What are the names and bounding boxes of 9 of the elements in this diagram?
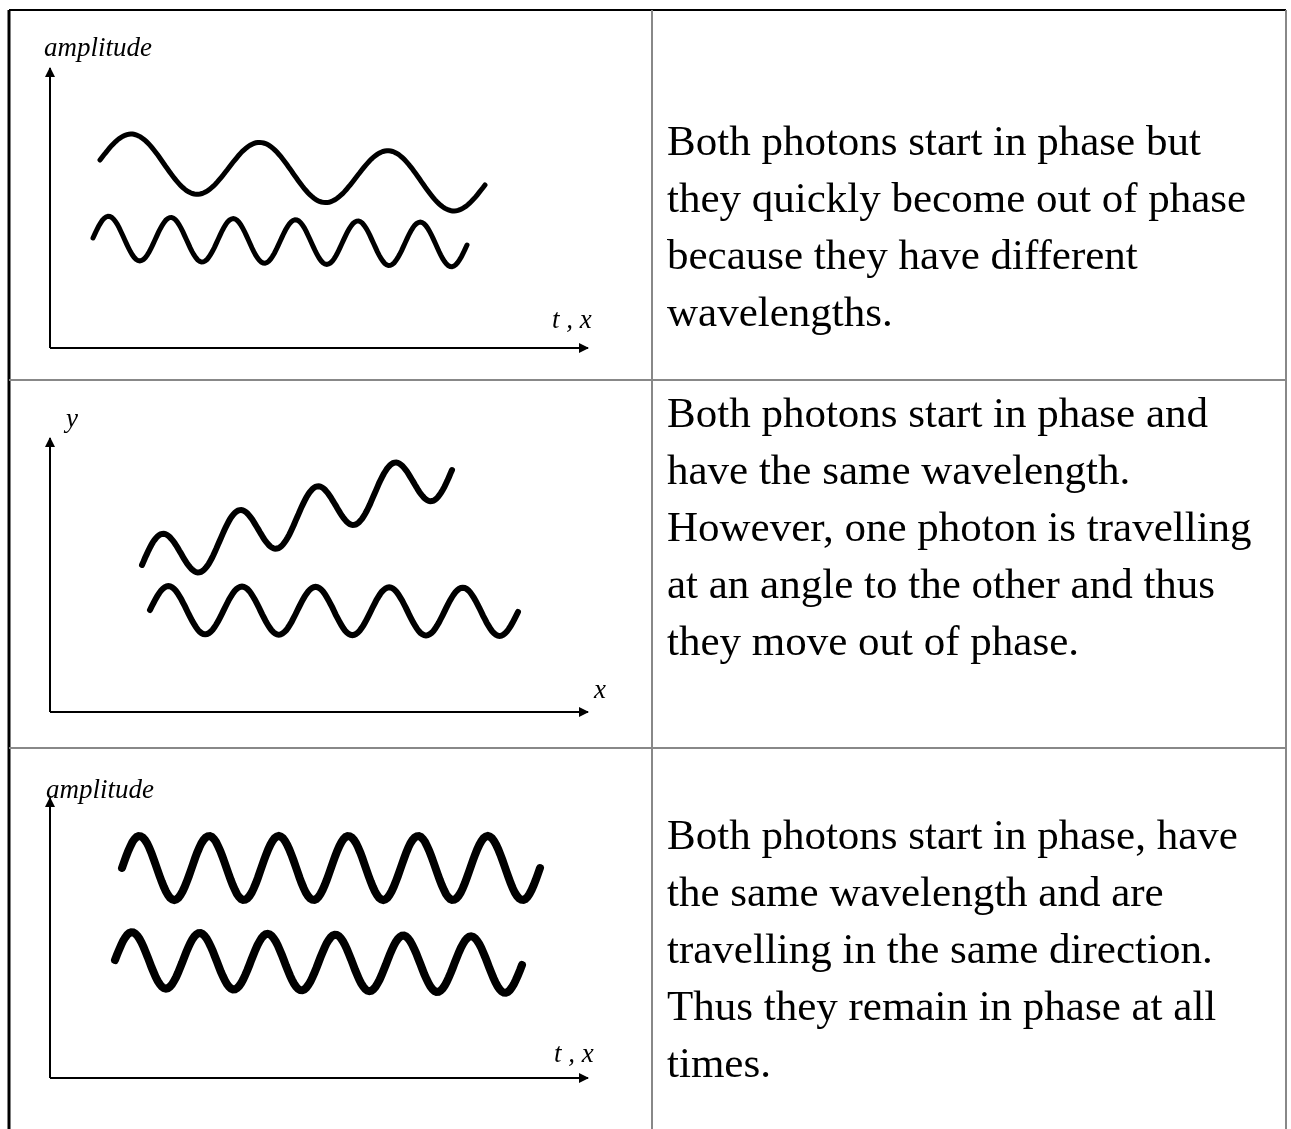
axis-label: amplitude [44,34,152,61]
description-text: Both photons start in phase but they quickly become out of phase because they have different wavelengths. [667,116,1248,337]
axis-label: x [594,676,606,703]
description-text: Both photons start in phase and have the same wavelength. However, one photon is travelling at an angle to the other and thus they move out of phase. [667,388,1253,666]
description-text: Both photons start in phase, have the same wavelength and are travelling in the same direction. Thus they remain in phase at all times. [667,810,1239,1088]
axis-label: t , x [554,1040,594,1067]
axis-label: y [66,405,78,432]
axis-label: t , x [552,306,592,333]
axis-label: amplitude [46,776,154,803]
